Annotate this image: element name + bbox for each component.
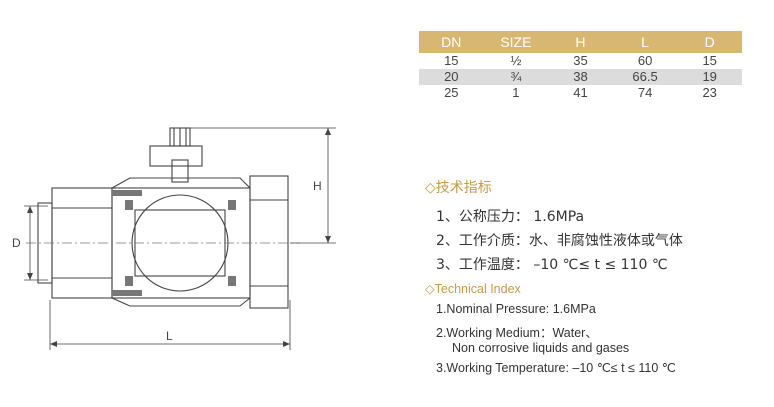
spec-table-header: DN SIZE H L D xyxy=(419,31,742,53)
dimension-label-h: H xyxy=(313,179,322,193)
tech-heading-en: ◇Technical Index xyxy=(425,282,521,296)
table-cell: 15 xyxy=(444,53,459,68)
table-cell: 23 xyxy=(702,85,717,100)
col-header: H xyxy=(548,31,613,53)
table-cell: 66.5 xyxy=(612,69,678,85)
tech-line-en: 1.Nominal Pressure: 1.6MPa xyxy=(436,302,596,316)
table-row: 25 1 41 74 23 xyxy=(419,85,742,101)
table-cell: ½ xyxy=(510,53,522,68)
table-cell: 19 xyxy=(677,69,742,85)
dimension-label-l: L xyxy=(166,329,173,343)
table-cell: 15 xyxy=(702,53,717,68)
col-header: SIZE xyxy=(483,31,549,53)
tech-line-cn: 1、公称压力： 1.6MPa xyxy=(436,209,585,225)
tech-line-cn: 2、工作介质：水、非腐蚀性液体或气体 xyxy=(436,233,683,249)
table-row: 20 ¾ 38 66.5 19 xyxy=(419,69,742,85)
col-header: L xyxy=(612,31,678,53)
tech-line-cn: 3、工作温度： –10 ℃≤ t ≤ 110 ℃ xyxy=(436,257,668,273)
table-cell: 38 xyxy=(548,69,613,85)
table-cell: 25 xyxy=(444,85,459,100)
table-cell: 74 xyxy=(637,85,653,100)
table-cell: 1 xyxy=(512,85,520,100)
col-header: DN xyxy=(419,31,484,53)
ball-valve-drawing: D H L xyxy=(12,127,336,350)
tech-heading-cn: ◇技术指标 xyxy=(425,180,492,196)
tech-line-en: 3.Working Temperature: –10 ℃≤ t ≤ 110 ℃ xyxy=(436,361,676,375)
tech-line-en: 2.Working Medium：Water、 xyxy=(436,326,598,340)
table-cell: 20 xyxy=(419,69,484,85)
tech-line-en: Non corrosive liquids and gases xyxy=(452,341,630,355)
table-cell: ¾ xyxy=(483,69,549,85)
dimension-label-d: D xyxy=(12,236,21,250)
table-cell: 35 xyxy=(573,53,588,68)
col-header: D xyxy=(677,31,742,53)
table-cell: 41 xyxy=(573,85,588,100)
table-row: 15 ½ 35 60 15 xyxy=(419,53,742,69)
spec-table: DN SIZE H L D 15 ½ 35 60 15 20 ¾ 38 66.5… xyxy=(419,31,742,101)
table-cell: 60 xyxy=(637,53,653,68)
